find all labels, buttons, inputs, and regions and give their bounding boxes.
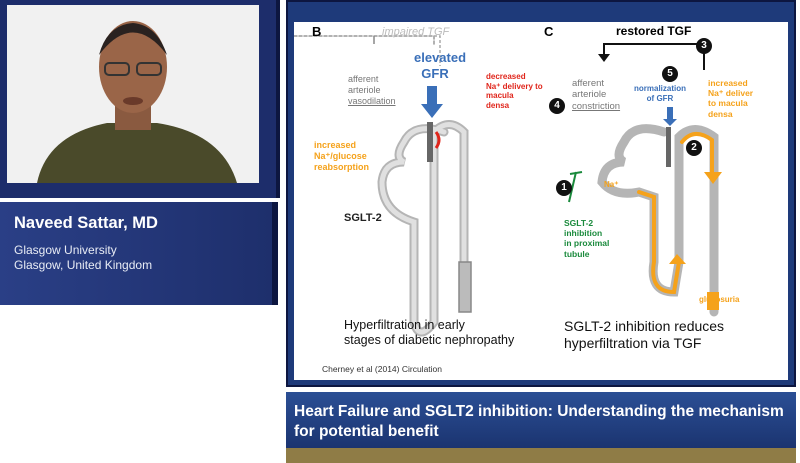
step-1-badge: 1 — [556, 180, 572, 196]
na-label: Na⁺ — [604, 180, 619, 189]
speaker-location: Glasgow, United Kingdom — [14, 258, 153, 272]
speaker-figure — [7, 5, 259, 183]
nephron-diagram-b — [294, 35, 472, 337]
speaker-affiliation: Glasgow University — [14, 243, 117, 257]
impaired-tgf-label: impaired TGF — [382, 26, 450, 38]
step-2-badge: 2 — [686, 140, 702, 156]
panel-b-label: B — [312, 24, 322, 39]
glucosuria-label: glucosuria — [699, 295, 740, 304]
step-5-badge: 5 — [662, 66, 678, 82]
lecture-title-bar: Heart Failure and SGLT2 inhibition: Unde… — [286, 392, 796, 448]
panel-c-label: C — [544, 24, 554, 39]
nephron-diagrams — [294, 35, 722, 337]
speaker-video[interactable] — [7, 5, 259, 183]
speaker-name-panel: Naveed Sattar, MD Glasgow University Gla… — [0, 202, 278, 305]
step-3-badge: 3 — [696, 38, 712, 54]
step-4-badge: 4 — [549, 98, 565, 114]
sglt2-label: SGLT-2 — [344, 212, 382, 224]
speaker-video-frame — [0, 0, 280, 198]
gold-accent-bar — [286, 448, 796, 463]
restored-tgf-label: restored TGF — [616, 24, 692, 38]
citation: Cherney et al (2014) Circulation — [322, 364, 443, 374]
speaker-name: Naveed Sattar, MD — [14, 214, 158, 232]
lecture-title: Heart Failure and SGLT2 inhibition: Unde… — [294, 403, 784, 440]
